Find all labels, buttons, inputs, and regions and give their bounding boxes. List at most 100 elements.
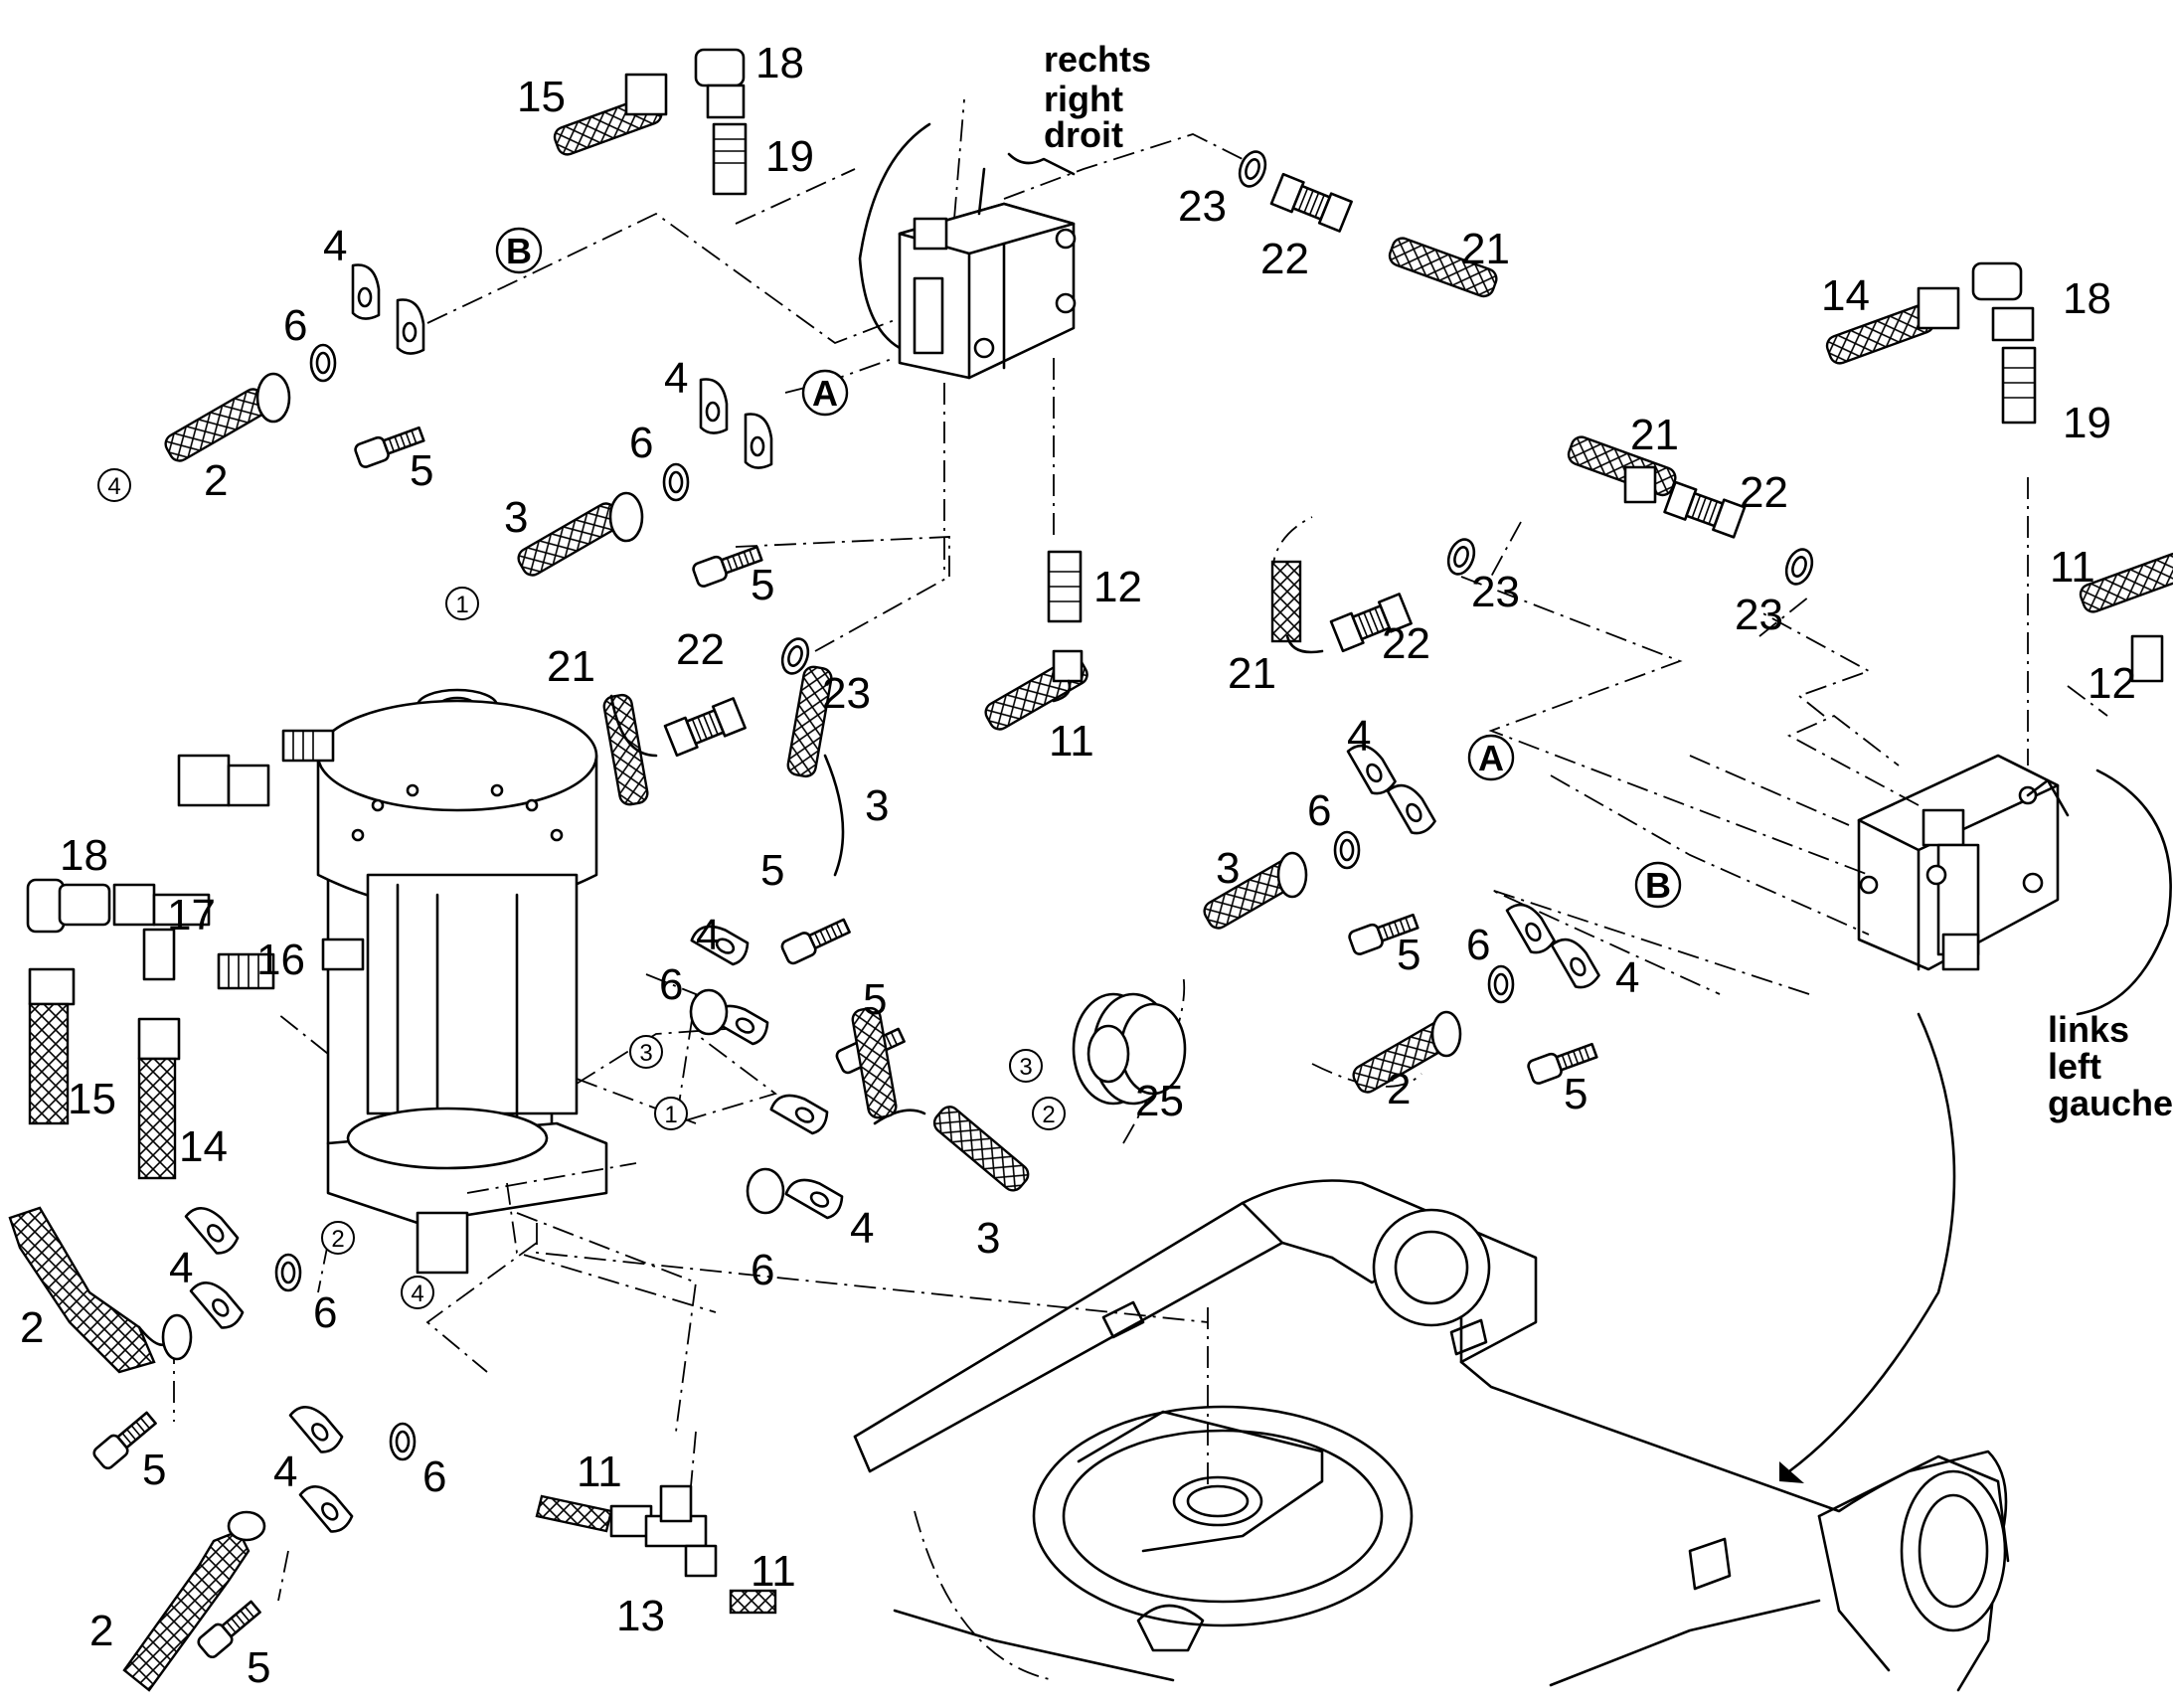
- label-15: 15: [517, 73, 566, 121]
- label-23: 23: [1471, 568, 1520, 616]
- flange-clamp-icon: [396, 298, 425, 355]
- callout-2-right: 2: [1042, 1102, 1055, 1128]
- flange-clamp-icon: [1386, 776, 1438, 839]
- side-right-fr: droit: [1044, 114, 1123, 155]
- side-right-en: right: [1044, 79, 1123, 119]
- hose-icon: [928, 1102, 1034, 1196]
- label-6: 6: [659, 960, 683, 1009]
- fitting-icon: [663, 697, 747, 758]
- hose-icon: [601, 692, 651, 807]
- bolt-icon: [778, 914, 854, 967]
- o-ring-icon: [1234, 146, 1271, 192]
- label-4: 4: [169, 1244, 193, 1292]
- label-5: 5: [1564, 1070, 1588, 1118]
- side-left-en: left: [2048, 1046, 2101, 1087]
- label-22: 22: [1382, 619, 1430, 668]
- label-22: 22: [676, 625, 725, 674]
- label-25: 25: [1135, 1077, 1184, 1125]
- label-2: 2: [1387, 1065, 1411, 1113]
- callout-1-mid: 1: [664, 1102, 677, 1128]
- label-13: 13: [616, 1592, 665, 1640]
- label-4: 4: [1615, 953, 1639, 1002]
- rotary-joint-icon: [316, 688, 608, 1275]
- label-4: 4: [273, 1448, 297, 1496]
- callout-4-mid: 4: [411, 1281, 423, 1307]
- label-23: 23: [822, 669, 871, 718]
- leader-lines: [173, 98, 2108, 1602]
- flange-clamp-icon: [184, 1198, 242, 1259]
- label-23: 23: [1178, 182, 1227, 231]
- callout-3-mid: 3: [639, 1040, 652, 1067]
- label-4: 4: [696, 911, 720, 959]
- label-21: 21: [547, 642, 595, 691]
- label-17: 17: [167, 891, 216, 939]
- callout-B-circle-left: [1634, 861, 1682, 909]
- fittings-top: [177, 48, 1501, 807]
- callout-A-circle-left: [1467, 734, 1515, 781]
- callout-A-circle: [801, 369, 849, 417]
- label-2: 2: [89, 1607, 113, 1655]
- flange-clamp-icon: [744, 413, 773, 469]
- flange-clamp-icon: [1550, 931, 1602, 993]
- o-ring-icon: [1333, 830, 1361, 870]
- callout-4-top: 4: [107, 473, 120, 500]
- side-right-de: rechts: [1044, 39, 1151, 80]
- label-11: 11: [1049, 717, 1094, 766]
- label-4: 4: [664, 354, 688, 403]
- o-ring-icon: [1780, 544, 1818, 590]
- hydraulic-motor-right-icon: [858, 122, 1077, 380]
- label-6: 6: [422, 1452, 446, 1501]
- label-3: 3: [976, 1214, 1000, 1263]
- label-23: 23: [1735, 591, 1783, 639]
- axle-frame-icon: [853, 1012, 2010, 1692]
- callout-A-left: A: [1478, 738, 1504, 778]
- callout-numbers: 4 1 3 1 2 4 3 2: [97, 468, 1066, 1309]
- label-11: 11: [2050, 543, 2095, 592]
- label-4: 4: [323, 222, 347, 270]
- side-left-fr: gauche: [2048, 1083, 2173, 1123]
- callout-2-mid: 2: [331, 1226, 344, 1253]
- label-21: 21: [1630, 411, 1679, 459]
- hoses-right: [1072, 261, 2173, 1106]
- flange-clamp-icon: [288, 1397, 346, 1457]
- label-6: 6: [313, 1288, 337, 1337]
- label-5: 5: [751, 561, 774, 609]
- label-3: 3: [865, 781, 889, 830]
- hose-group-top-left: [160, 263, 773, 590]
- callout-letters: B A A B: [495, 227, 1682, 909]
- label-6: 6: [1307, 786, 1331, 835]
- label-18: 18: [2063, 274, 2111, 323]
- label-5: 5: [863, 975, 887, 1024]
- label-5: 5: [1397, 931, 1421, 979]
- label-3: 3: [1216, 844, 1240, 893]
- label-12: 12: [2088, 659, 2136, 708]
- label-2: 2: [204, 456, 228, 505]
- label-21: 21: [1228, 649, 1276, 698]
- flange-clamp-icon: [351, 263, 381, 320]
- label-4: 4: [850, 1204, 874, 1253]
- flange-clamp-icon: [298, 1476, 356, 1537]
- label-18: 18: [755, 39, 804, 87]
- label-11: 11: [577, 1448, 622, 1496]
- label-15: 15: [68, 1075, 116, 1123]
- label-6: 6: [629, 419, 653, 467]
- callout-B: B: [506, 231, 532, 271]
- callout-1-top: 1: [455, 592, 468, 618]
- callout-B-circle: [495, 227, 543, 274]
- o-ring-icon: [662, 462, 690, 502]
- fittings-left: [26, 878, 275, 1180]
- label-4: 4: [1347, 712, 1371, 761]
- o-ring-icon: [389, 1422, 417, 1461]
- label-3: 3: [504, 493, 528, 542]
- label-14: 14: [1821, 271, 1870, 320]
- flange-clamp-icon: [769, 1085, 832, 1138]
- hose-icon: [160, 384, 272, 466]
- label-6: 6: [1466, 921, 1490, 969]
- clamps-middle: [689, 664, 1034, 1223]
- flange-clamp-icon: [1505, 896, 1558, 958]
- hydraulic-motor-left-icon: [1857, 754, 2172, 1016]
- label-16: 16: [256, 936, 305, 984]
- label-6: 6: [283, 301, 307, 350]
- callout-B-left: B: [1645, 865, 1671, 906]
